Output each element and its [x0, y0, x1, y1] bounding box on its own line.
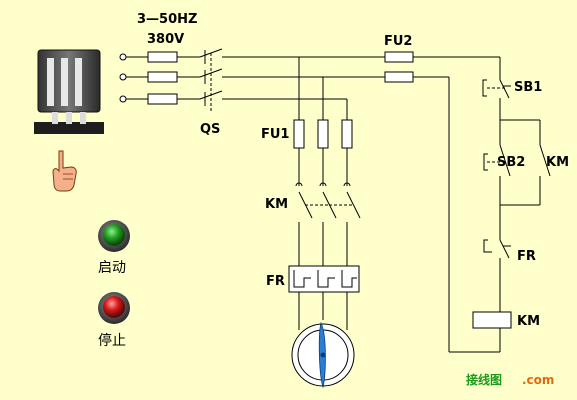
- km-coil-label: KM: [517, 314, 540, 329]
- start-button[interactable]: [98, 220, 130, 252]
- power-wiring: [119, 48, 501, 353]
- start-label: 启动: [98, 260, 126, 276]
- sb2-label: SB2: [497, 155, 525, 170]
- qs-label: QS: [200, 122, 220, 137]
- fr-main-label: FR: [266, 274, 285, 289]
- supply-spec-label: 3—50HZ: [137, 12, 197, 27]
- control-circuit: [482, 72, 551, 352]
- fuse-fu1: [293, 119, 353, 149]
- km-main-label: KM: [265, 197, 288, 212]
- fu2-label: FU2: [384, 34, 412, 49]
- stop-button[interactable]: [98, 292, 130, 324]
- contact-arcs: [295, 182, 351, 187]
- main-switch-graphic: [34, 49, 104, 134]
- km-coil: [472, 311, 512, 329]
- supply-fuses: [147, 51, 178, 105]
- thermal-relay-fr: [288, 265, 360, 293]
- supply-voltage-label: 380V: [147, 32, 184, 47]
- sb1-label: SB1: [514, 80, 542, 95]
- stop-label: 停止: [98, 332, 126, 349]
- km-hold-label: KM: [546, 155, 569, 170]
- fu1-label: FU1: [261, 127, 289, 142]
- watermark-left: 接线图: [466, 372, 502, 387]
- hand-pointer-icon[interactable]: [52, 150, 77, 192]
- fuse-fu2: [384, 51, 414, 83]
- motor: [291, 321, 355, 389]
- watermark-right: .com: [522, 373, 554, 387]
- fr-ctrl-label: FR: [517, 249, 536, 264]
